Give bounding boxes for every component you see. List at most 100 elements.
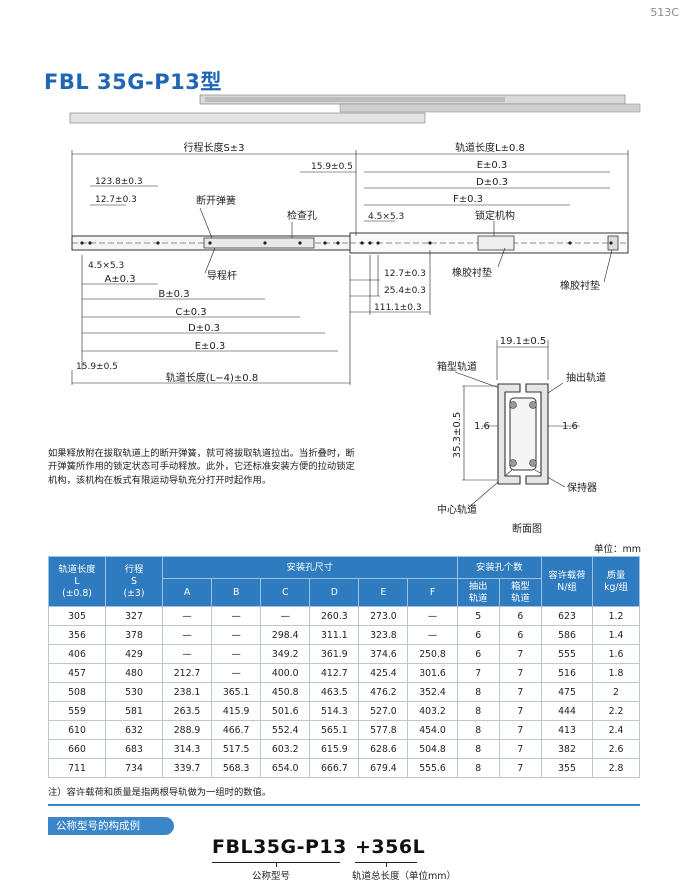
table-cell: 632 bbox=[105, 720, 163, 740]
table-cell: 615.9 bbox=[309, 739, 360, 759]
table-cell: 450.8 bbox=[260, 682, 311, 702]
header-col-F: F bbox=[407, 578, 458, 607]
product-photo bbox=[69, 94, 641, 124]
table-cell: 679.4 bbox=[358, 758, 409, 778]
table-cell: — bbox=[161, 625, 213, 645]
header-count-inner: 抽出轨道 bbox=[456, 578, 500, 607]
table-cell: 463.5 bbox=[309, 682, 360, 702]
table-cell: 2.8 bbox=[592, 758, 640, 778]
table-cell: 238.1 bbox=[161, 682, 213, 702]
cross-section: 19.1±0.5 35.3±0.5 1.6 1.6 箱型轨道 抽出轨道 中心轨道… bbox=[437, 336, 606, 535]
table-cell: 581 bbox=[105, 701, 163, 721]
table-cell: 374.6 bbox=[358, 644, 409, 664]
label-inner-rail: 抽出轨道 bbox=[566, 371, 606, 384]
dim-4-5-right: 4.5×5.3 bbox=[368, 212, 404, 222]
table-cell: 8 bbox=[456, 739, 500, 759]
example-tag: 公称型号的构成例 bbox=[48, 817, 174, 835]
table-cell: 508 bbox=[48, 682, 106, 702]
table-cell: 475 bbox=[541, 682, 593, 702]
table-cell: 2.4 bbox=[592, 720, 640, 740]
table-cell: 314.3 bbox=[161, 739, 213, 759]
table-cell: 480 bbox=[105, 663, 163, 683]
table-cell: 2 bbox=[592, 682, 640, 702]
table-cell: 660 bbox=[48, 739, 106, 759]
table-cell: 352.4 bbox=[407, 682, 458, 702]
table-cell: 378 bbox=[105, 625, 163, 645]
table-cell: 623 bbox=[541, 606, 593, 626]
table-cell: 559 bbox=[48, 701, 106, 721]
page-title: FBL 35G-P13型 bbox=[44, 70, 222, 94]
table-cell: 654.0 bbox=[260, 758, 311, 778]
table-cell: 349.2 bbox=[260, 644, 311, 664]
table-cell: 7 bbox=[498, 701, 543, 721]
table-cell: 8 bbox=[456, 701, 500, 721]
dim-123-8: 123.8±0.3 bbox=[95, 177, 143, 187]
table-cell: 466.7 bbox=[211, 720, 262, 740]
table-cell: 415.9 bbox=[211, 701, 262, 721]
table-cell: — bbox=[161, 644, 213, 664]
section-caption: 断面图 bbox=[512, 522, 542, 535]
section-height-dim: 35.3±0.5 bbox=[452, 412, 463, 459]
table-cell: — bbox=[407, 606, 458, 626]
table-cell: 288.9 bbox=[161, 720, 213, 740]
table-cell: 305 bbox=[48, 606, 106, 626]
model-length-label: 轨道总长度（单位mm） bbox=[352, 871, 457, 882]
table-cell: 339.7 bbox=[161, 758, 213, 778]
rail-length-dim: 轨道长度L±0.8 bbox=[455, 141, 525, 154]
model-length-tick bbox=[386, 862, 387, 867]
table-cell: 6 bbox=[498, 625, 543, 645]
table-cell: 412.7 bbox=[309, 663, 360, 683]
table-cell: 212.7 bbox=[161, 663, 213, 683]
table-cell: 504.8 bbox=[407, 739, 458, 759]
model-code-label: 公称型号 bbox=[252, 871, 291, 882]
table-cell: 586 bbox=[541, 625, 593, 645]
label-outer-rail: 箱型轨道 bbox=[437, 360, 477, 373]
table-cell: 327 bbox=[105, 606, 163, 626]
table-cell: 355 bbox=[541, 758, 593, 778]
table-cell: 666.7 bbox=[309, 758, 360, 778]
table-cell: 425.4 bbox=[358, 663, 409, 683]
dim-15-9-bottom: 15.9±0.5 bbox=[76, 362, 118, 372]
table-cell: 7 bbox=[498, 739, 543, 759]
header-col-E: E bbox=[358, 578, 409, 607]
table-cell: 444 bbox=[541, 701, 593, 721]
section-divider bbox=[48, 804, 640, 806]
table-cell: 476.2 bbox=[358, 682, 409, 702]
table-cell: 403.2 bbox=[407, 701, 458, 721]
table-cell: 555.6 bbox=[407, 758, 458, 778]
label-rubber-pad-1: 橡胶衬垫 bbox=[452, 266, 492, 279]
table-cell: 5 bbox=[456, 606, 500, 626]
table-cell: 8 bbox=[456, 682, 500, 702]
dim-E: E±0.3 bbox=[195, 341, 226, 352]
dim-25-4: 25.4±0.3 bbox=[384, 286, 426, 296]
table-cell: 260.3 bbox=[309, 606, 360, 626]
table-cell: 527.0 bbox=[358, 701, 409, 721]
description-text: 如果释放附在拔取轨道上的断开弹簧，就可将拔取轨道拉出。当折叠时，断开弹簧所作用的… bbox=[48, 448, 355, 486]
table-cell: 7 bbox=[498, 720, 543, 740]
table-cell: 413 bbox=[541, 720, 593, 740]
table-note: 注）容许载荷和质量是指两根导轨做为一组时的数值。 bbox=[48, 787, 272, 798]
label-check-hole: 检查孔 bbox=[287, 209, 317, 222]
section-t-left: 1.6 bbox=[474, 421, 490, 432]
label-center-rail: 中心轨道 bbox=[437, 503, 477, 516]
page-number: 513C bbox=[650, 6, 679, 19]
dim-4-5-left: 4.5×5.3 bbox=[88, 261, 124, 271]
table-cell: 610 bbox=[48, 720, 106, 740]
table-cell: 323.8 bbox=[358, 625, 409, 645]
dim-12-7-left: 12.7±0.3 bbox=[95, 195, 137, 205]
table-cell: 273.0 bbox=[358, 606, 409, 626]
table-cell: 530 bbox=[105, 682, 163, 702]
table-cell: 7 bbox=[498, 663, 543, 683]
table-cell: 603.2 bbox=[260, 739, 311, 759]
dim-12-7-right: 12.7±0.3 bbox=[384, 269, 426, 279]
table-cell: 298.4 bbox=[260, 625, 311, 645]
table-cell: 734 bbox=[105, 758, 163, 778]
